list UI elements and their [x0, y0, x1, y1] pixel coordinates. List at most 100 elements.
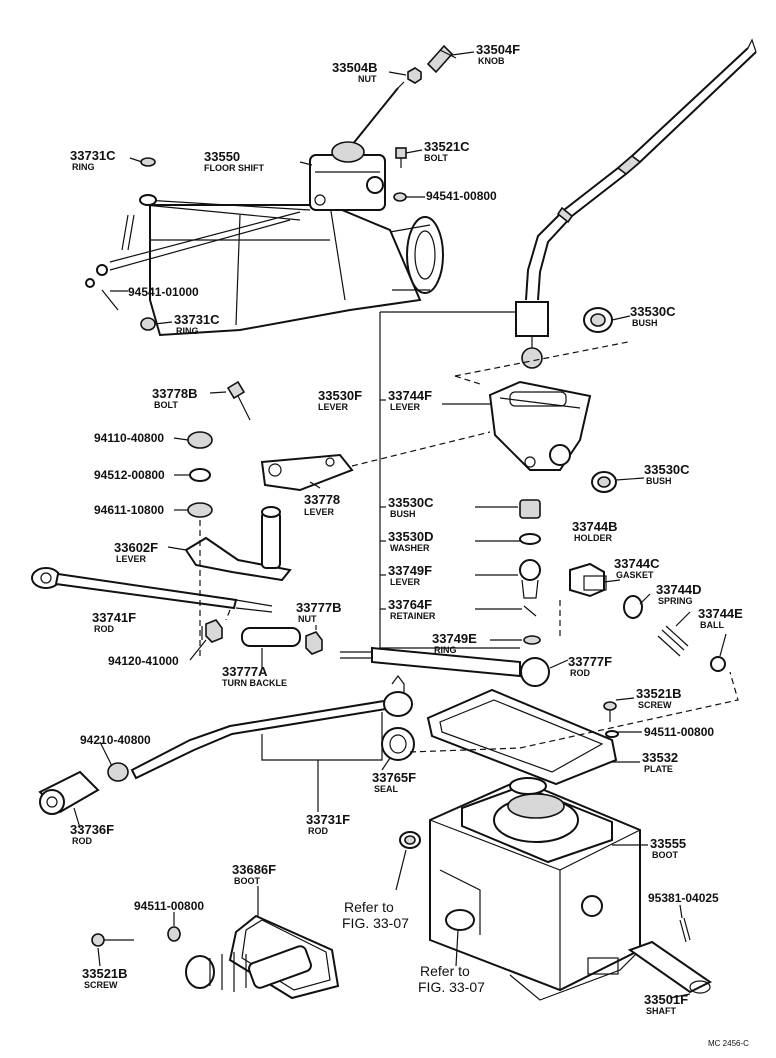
label-94210-40800: 94210-40800 — [80, 733, 151, 747]
reference-note-2: Refer to FIG. 33-07 — [418, 963, 485, 995]
plate-drawing — [426, 688, 618, 786]
label-33504F: 33504F KNOB — [476, 42, 520, 66]
reference-note-1: Refer to FIG. 33-07 — [342, 899, 409, 931]
svg-text:SCREW: SCREW — [84, 980, 118, 990]
label-33530C-top: 33530C BUSH — [630, 304, 676, 328]
svg-text:RING: RING — [176, 326, 199, 336]
label-33521C: 33521C BOLT — [424, 139, 470, 163]
svg-text:33777F: 33777F — [568, 654, 612, 669]
svg-text:33530D: 33530D — [388, 529, 434, 544]
svg-text:33504F: 33504F — [476, 42, 520, 57]
shift-lever-drawing — [515, 38, 757, 369]
svg-text:LEVER: LEVER — [116, 554, 147, 564]
svg-text:Refer to: Refer to — [420, 963, 470, 979]
label-33530F: 33530F LEVER — [318, 388, 362, 412]
svg-text:94611-10800: 94611-10800 — [94, 503, 164, 517]
leader-lines — [73, 51, 727, 999]
screw-left-drawing — [91, 926, 181, 947]
svg-text:FIG. 33-07: FIG. 33-07 — [418, 979, 485, 995]
rod-736f-drawing — [38, 770, 100, 815]
label-33744C: 33744C GASKET — [614, 556, 660, 580]
svg-text:SHAFT: SHAFT — [646, 1006, 676, 1016]
bush-drawing — [583, 307, 613, 333]
ring-drawing — [140, 157, 407, 331]
svg-text:33550: 33550 — [204, 149, 240, 164]
label-33777B: 33777B NUT — [296, 600, 342, 624]
label-33777A: 33777A TURN BACKLE — [222, 664, 287, 688]
svg-text:SPRING: SPRING — [658, 596, 693, 606]
label-33744E: 33744E BALL — [698, 606, 743, 630]
svg-text:33521B: 33521B — [636, 686, 682, 701]
svg-text:HOLDER: HOLDER — [574, 533, 613, 543]
holder-assembly-drawing — [569, 562, 726, 672]
label-94511-00800-right: 94511-00800 — [644, 725, 714, 739]
svg-text:BUSH: BUSH — [390, 509, 416, 519]
label-33602F: 33602F LEVER — [114, 540, 158, 564]
svg-text:BUSH: BUSH — [646, 476, 672, 486]
svg-text:33530C: 33530C — [644, 462, 690, 477]
svg-text:BUSH: BUSH — [632, 318, 658, 328]
rod-777f-drawing — [340, 646, 550, 687]
label-94110-40800: 94110-40800 — [94, 431, 164, 445]
svg-text:SCREW: SCREW — [638, 700, 672, 710]
svg-text:33530C: 33530C — [630, 304, 676, 319]
label-95381-04025: 95381-04025 — [648, 891, 719, 905]
svg-text:LEVER: LEVER — [304, 507, 335, 517]
label-94512-00800: 94512-00800 — [94, 468, 165, 482]
svg-text:Refer to: Refer to — [344, 899, 394, 915]
label-94511-00800-left: 94511-00800 — [134, 899, 204, 913]
knob-drawing — [426, 44, 457, 74]
svg-text:ROD: ROD — [308, 826, 329, 836]
svg-text:33749E: 33749E — [432, 631, 477, 646]
svg-text:FIG. 33-07: FIG. 33-07 — [342, 915, 409, 931]
svg-text:33532: 33532 — [642, 750, 678, 765]
svg-text:RING: RING — [434, 645, 457, 655]
label-33777F: 33777F ROD — [568, 654, 612, 678]
svg-text:33778: 33778 — [304, 492, 340, 507]
svg-text:33744C: 33744C — [614, 556, 660, 571]
svg-text:94512-00800: 94512-00800 — [94, 468, 165, 482]
svg-text:BOLT: BOLT — [154, 400, 178, 410]
floor-shift-rod-drawing — [347, 81, 405, 151]
label-33521B-left: 33521B SCREW — [82, 966, 128, 990]
svg-text:33765F: 33765F — [372, 770, 416, 785]
svg-text:94541-00800: 94541-00800 — [426, 189, 497, 203]
svg-text:33521C: 33521C — [424, 139, 470, 154]
label-33744D: 33744D SPRING — [656, 582, 702, 606]
label-33744F: 33744F LEVER — [388, 388, 432, 412]
svg-text:BOLT: BOLT — [424, 153, 448, 163]
svg-text:RING: RING — [72, 162, 95, 172]
svg-text:33555: 33555 — [650, 836, 686, 851]
svg-text:FLOOR SHIFT: FLOOR SHIFT — [204, 163, 264, 173]
label-33530D: 33530D WASHER — [388, 529, 434, 553]
label-33749F: 33749F LEVER — [388, 563, 432, 587]
label-94541-00800: 94541-00800 — [426, 189, 497, 203]
svg-text:LEVER: LEVER — [318, 402, 349, 412]
svg-text:33731F: 33731F — [306, 812, 350, 827]
label-33530C-mid: 33530C BUSH — [388, 495, 434, 519]
svg-text:33731C: 33731C — [70, 148, 116, 163]
svg-text:BOOT: BOOT — [234, 876, 261, 886]
label-33749E: 33749E RING — [432, 631, 477, 655]
svg-text:33504B: 33504B — [332, 60, 378, 75]
svg-text:33744D: 33744D — [656, 582, 702, 597]
label-33532: 33532 PLATE — [642, 750, 678, 774]
svg-text:33501F: 33501F — [644, 992, 688, 1007]
label-33778B: 33778B BOLT — [152, 386, 198, 410]
rod-731f-drawing — [107, 675, 415, 782]
lever-drawing — [260, 453, 354, 492]
label-33555: 33555 BOOT — [650, 836, 686, 860]
floor-shift-drawing — [309, 141, 386, 211]
label-94541-01000: 94541-01000 — [128, 285, 199, 299]
center-stack-drawing — [519, 499, 541, 645]
svg-text:33731C: 33731C — [174, 312, 220, 327]
svg-text:33778B: 33778B — [152, 386, 198, 401]
svg-text:33744E: 33744E — [698, 606, 743, 621]
label-33736F: 33736F ROD — [70, 822, 114, 846]
lever-bracket-drawing — [184, 506, 292, 582]
svg-text:PLATE: PLATE — [644, 764, 673, 774]
svg-text:BOOT: BOOT — [652, 850, 679, 860]
label-33530C-right: 33530C BUSH — [644, 462, 690, 486]
svg-text:NUT: NUT — [298, 614, 317, 624]
svg-text:33744F: 33744F — [388, 388, 432, 403]
